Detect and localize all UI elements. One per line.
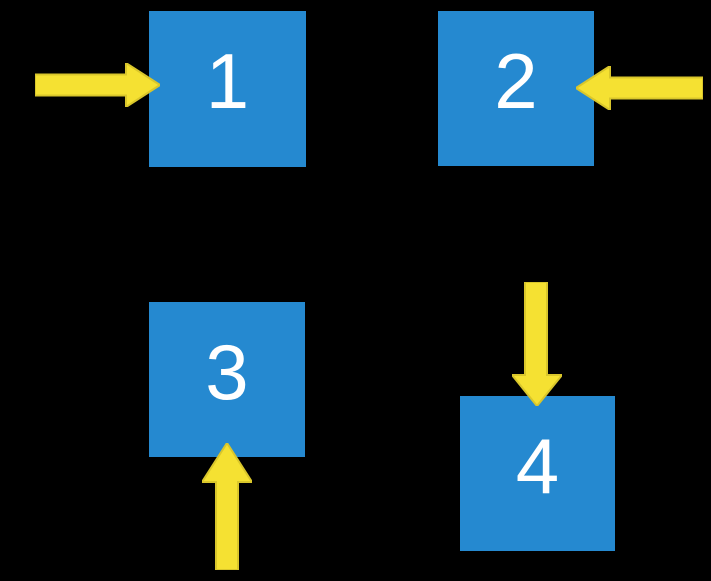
arrow-left-icon bbox=[576, 66, 703, 110]
numbered-box-4: 4 bbox=[460, 396, 615, 551]
box-3-label: 3 bbox=[205, 327, 249, 416]
arrow-right-icon bbox=[35, 63, 160, 107]
numbered-box-3: 3 bbox=[149, 302, 305, 457]
arrow-down-icon bbox=[512, 282, 562, 406]
arrow-up-icon bbox=[202, 443, 252, 570]
box-4-label: 4 bbox=[515, 421, 560, 510]
box-2-label: 2 bbox=[494, 36, 538, 125]
numbered-box-1: 1 bbox=[149, 11, 306, 167]
box-1-label: 1 bbox=[205, 37, 250, 125]
numbered-box-2: 2 bbox=[438, 11, 594, 166]
